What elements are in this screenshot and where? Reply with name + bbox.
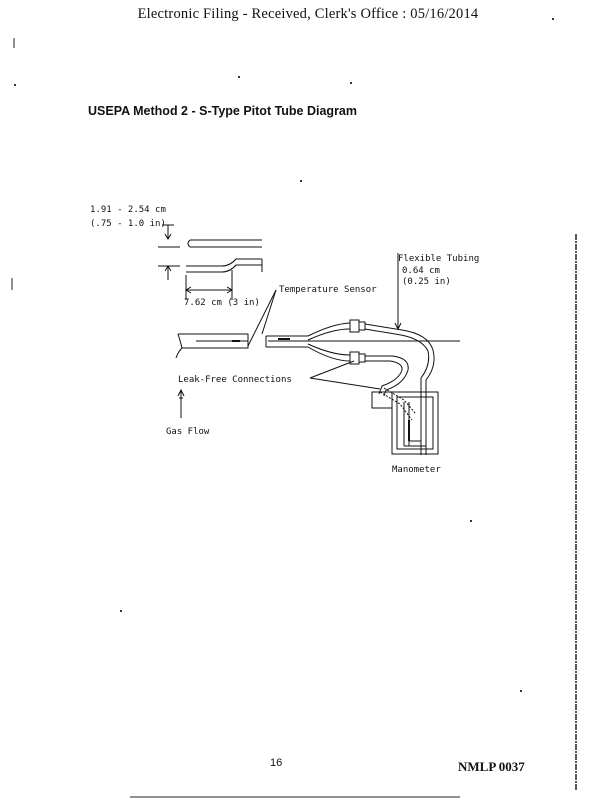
scan-speck <box>238 76 240 78</box>
manometer <box>371 387 439 455</box>
scan-speck <box>120 610 122 612</box>
leak-free-label: Leak-Free Connections <box>178 375 292 385</box>
length-label: 7.62 cm (3 in) <box>184 298 260 308</box>
flexible-tubing-label: Flexible Tubing <box>398 254 479 264</box>
scan-speck <box>552 18 554 20</box>
temperature-sensor-label: Temperature Sensor <box>279 285 377 295</box>
pitot-tube <box>175 319 460 455</box>
filing-header: Electronic Filing - Received, Clerk's Of… <box>137 6 479 22</box>
gas-flow-label: Gas Flow <box>166 427 210 437</box>
scan-speck <box>350 82 352 84</box>
tubing-metric-label: 0.64 cm <box>402 266 440 276</box>
diameter-imperial-label: (.75 - 1.0 in) <box>90 219 166 229</box>
scan-speck <box>470 520 472 522</box>
page-number: 16 <box>270 757 283 769</box>
callout-lines <box>177 253 402 418</box>
scan-speck <box>14 84 16 86</box>
tubing-imperial-label: (0.25 in) <box>402 277 451 287</box>
page-title: USEPA Method 2 - S-Type Pitot Tube Diagr… <box>88 104 358 118</box>
diameter-metric-label: 1.91 - 2.54 cm <box>90 205 166 215</box>
scan-speck <box>520 690 522 692</box>
scan-speck <box>300 180 302 182</box>
manometer-label: Manometer <box>392 465 441 475</box>
dimension-detail <box>158 224 263 300</box>
document-id: NMLP 0037 <box>458 759 525 774</box>
